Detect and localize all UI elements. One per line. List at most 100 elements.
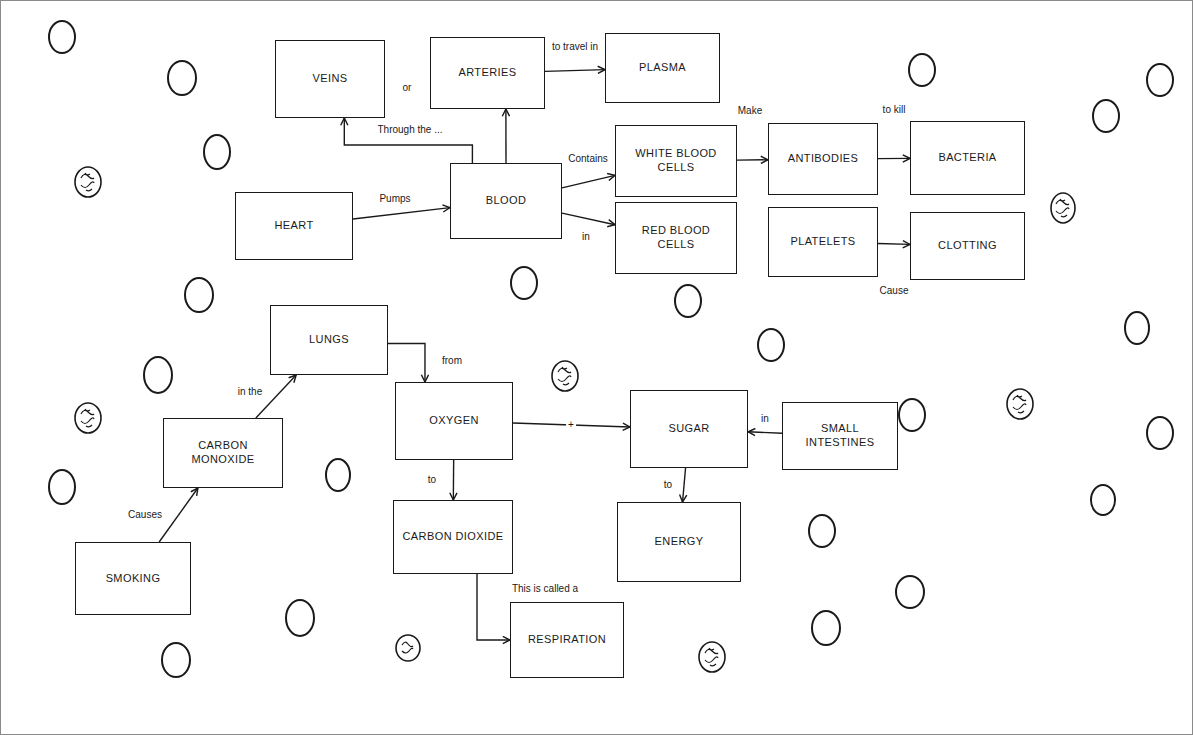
arrow-connector	[505, 109, 507, 163]
box-text: WHITE BLOOD CELLS	[624, 147, 728, 175]
link-label: This is called a	[510, 583, 580, 595]
box-text: SMALL INTESTINES	[791, 422, 889, 450]
white-cell-doodle	[396, 635, 420, 661]
cell-doodle	[1093, 100, 1119, 132]
box-text: CARBON MONOXIDE	[172, 439, 274, 467]
arrow-connector	[545, 70, 605, 72]
cell-doodle	[204, 135, 230, 169]
box-text: BACTERIA	[938, 151, 996, 165]
arrow-connector	[683, 468, 686, 502]
concept-box: ARTERIES	[430, 37, 545, 109]
concept-box: ENERGY	[617, 502, 741, 582]
box-text: ARTERIES	[458, 66, 516, 80]
concept-box: CLOTTING	[910, 212, 1025, 280]
concept-box: BACTERIA	[910, 121, 1025, 195]
cell-doodle	[511, 267, 537, 299]
arrow-connector	[388, 344, 425, 383]
cell-doodle	[49, 470, 75, 504]
link-label: to	[662, 479, 674, 491]
white-cell-doodle	[552, 361, 578, 391]
link-label: +	[566, 419, 576, 431]
cell-doodle	[1125, 312, 1149, 344]
box-text: SMOKING	[106, 572, 161, 586]
cell-doodle	[162, 643, 190, 677]
arrow-connector	[453, 460, 455, 500]
link-label: in the	[236, 386, 264, 398]
box-text: BLOOD	[486, 194, 527, 208]
concept-box: SMOKING	[75, 542, 191, 615]
concept-box: CARBON DIOXIDE	[393, 500, 513, 574]
cell-doodle	[1091, 485, 1115, 515]
cell-doodle	[168, 61, 196, 95]
box-text: SUGAR	[668, 422, 709, 436]
link-label: in	[759, 413, 771, 425]
concept-box: OXYGEN	[395, 382, 513, 460]
cell-doodle	[326, 459, 350, 491]
link-label: to	[426, 474, 438, 486]
box-text: LUNGS	[309, 333, 349, 347]
arrow-connector	[344, 118, 472, 163]
concept-box: SMALL INTESTINES	[782, 402, 898, 470]
concept-box: BLOOD	[450, 163, 562, 239]
concept-box: LUNGS	[270, 305, 388, 375]
cell-doodle	[812, 611, 840, 645]
box-text: PLATELETS	[790, 235, 855, 249]
arrow-connector	[748, 432, 782, 434]
cell-doodle	[144, 357, 172, 393]
arrow-connector	[159, 488, 198, 542]
concept-box: ANTIBODIES	[768, 123, 878, 195]
link-label: Contains	[566, 153, 609, 165]
link-label: Causes	[126, 509, 164, 521]
concept-box: RESPIRATION	[510, 602, 624, 678]
white-cell-doodle	[75, 167, 101, 197]
link-label: Through the ...	[375, 124, 444, 136]
cell-doodle	[809, 515, 835, 547]
box-text: CARBON DIOXIDE	[403, 530, 504, 544]
box-text: VEINS	[312, 72, 347, 86]
arrow-connector	[878, 158, 910, 160]
cell-doodle	[899, 399, 925, 431]
link-label: Make	[736, 105, 764, 117]
cell-doodle	[49, 21, 75, 53]
concept-box: WHITE BLOOD CELLS	[615, 125, 737, 197]
box-text: HEART	[274, 219, 313, 233]
box-text: ENERGY	[655, 535, 704, 549]
link-label: Cause	[878, 285, 911, 297]
cell-doodle	[909, 54, 935, 86]
concept-box: VEINS	[275, 40, 385, 118]
link-label: from	[440, 355, 464, 367]
link-label: to kill	[881, 104, 908, 116]
link-label: Pumps	[377, 193, 412, 205]
cell-doodle	[185, 278, 213, 312]
arrow-connector	[737, 159, 768, 161]
box-text: PLASMA	[639, 61, 686, 75]
arrow-connector	[878, 243, 910, 245]
concept-box: HEART	[235, 192, 353, 260]
concept-box: SUGAR	[630, 390, 748, 468]
arrow-connector	[353, 208, 450, 219]
box-text: RESPIRATION	[528, 633, 606, 647]
concept-box: PLASMA	[605, 33, 720, 103]
arrow-connector	[562, 213, 615, 225]
box-text: OXYGEN	[429, 414, 478, 428]
cell-doodle	[286, 600, 314, 636]
arrow-connector	[477, 574, 510, 640]
concept-box: RED BLOOD CELLS	[615, 202, 737, 274]
white-cell-doodle	[1007, 389, 1033, 419]
cell-doodle	[758, 329, 784, 361]
cell-doodle	[675, 285, 701, 317]
note-label: or	[401, 82, 414, 94]
cell-doodle	[1147, 417, 1173, 449]
concept-box: CARBON MONOXIDE	[163, 418, 283, 488]
concept-box: PLATELETS	[768, 207, 878, 277]
box-text: CLOTTING	[938, 239, 997, 253]
box-text: ANTIBODIES	[788, 152, 859, 166]
arrow-connector	[562, 175, 615, 187]
cell-doodle	[1147, 64, 1173, 96]
link-label: in	[580, 231, 592, 243]
box-text: RED BLOOD CELLS	[624, 224, 728, 252]
white-cell-doodle	[699, 642, 725, 672]
link-label: to travel in	[546, 41, 604, 53]
